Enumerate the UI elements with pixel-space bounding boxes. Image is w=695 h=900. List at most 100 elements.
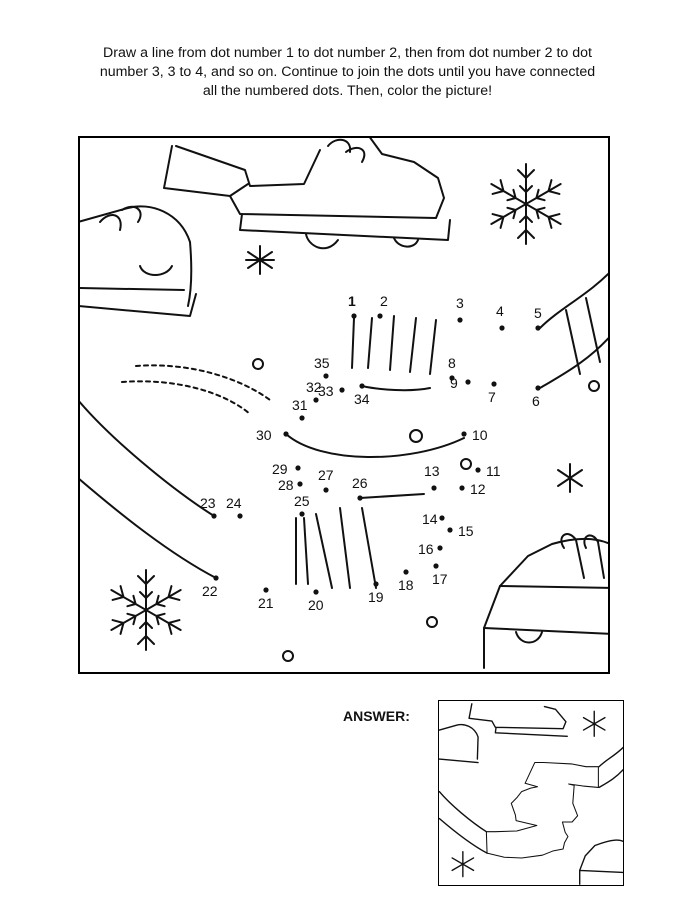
dot-label-28: 28 (278, 477, 294, 493)
dot-8 (449, 375, 455, 381)
snowflake-icon (245, 245, 275, 275)
dot-label-12: 12 (470, 481, 486, 497)
snowflake-icon (110, 569, 182, 651)
dot-20 (313, 589, 319, 595)
small-circle (252, 358, 264, 370)
dot-4 (499, 325, 505, 331)
dot-25 (299, 511, 305, 517)
dot-label-10: 10 (472, 427, 488, 443)
dot-33 (339, 387, 345, 393)
dot-label-5: 5 (534, 305, 542, 321)
dot-6 (535, 385, 541, 391)
dot-label-13: 13 (424, 463, 440, 479)
small-circle (282, 650, 294, 662)
dot-label-18: 18 (398, 577, 414, 593)
dot-14 (439, 515, 445, 521)
hockey-stick-icon (439, 790, 488, 854)
dot-label-34: 34 (354, 391, 370, 407)
dot-label-4: 4 (496, 303, 504, 319)
ice-skate-icon (468, 703, 568, 737)
dot-label-31: 31 (292, 397, 308, 413)
hockey-stick-icon (598, 746, 623, 789)
completed-outline (485, 762, 599, 859)
small-circle (460, 458, 472, 470)
dot-1 (351, 313, 357, 319)
dot-7 (491, 381, 497, 387)
dot-label-24: 24 (226, 495, 242, 511)
hockey-stick-icon (539, 272, 608, 389)
dot-label-22: 22 (202, 583, 218, 599)
motion-lines (121, 364, 271, 415)
answer-label: ANSWER: (343, 708, 410, 724)
dot-label-21: 21 (258, 595, 274, 611)
dot-label-30: 30 (256, 427, 272, 443)
dot-21 (263, 587, 269, 593)
dot-2 (377, 313, 383, 319)
small-circle (426, 616, 438, 628)
hockey-puck-icon (285, 315, 465, 589)
dot-label-19: 19 (368, 589, 384, 605)
dot-label-6: 6 (532, 393, 540, 409)
instructions-line-2: number 3, 3 to 4, and so on. Continue to… (99, 64, 596, 80)
dot-label-15: 15 (458, 523, 474, 539)
dot-label-33: 33 (318, 383, 334, 399)
dot-label-11: 11 (486, 463, 501, 479)
ice-skate-icon (163, 138, 451, 250)
dot-label-29: 29 (272, 461, 288, 477)
snowflake-icon (557, 463, 583, 493)
dot-30 (283, 431, 289, 437)
dot-label-20: 20 (308, 597, 324, 613)
instructions-line-3: all the numbered dots. Then, color the p… (202, 83, 493, 99)
dot-26 (357, 495, 363, 501)
instructions-line-1: Draw a line from dot number 1 to dot num… (103, 45, 592, 61)
dot-28 (297, 481, 303, 487)
dot-3 (457, 317, 463, 323)
dot-34 (359, 383, 365, 389)
dot-32 (313, 397, 319, 403)
dot-label-9: 9 (450, 375, 458, 391)
dot-13 (431, 485, 437, 491)
dot-label-26: 26 (352, 475, 368, 491)
dot-22 (213, 575, 219, 581)
dot-35 (323, 373, 329, 379)
ice-skate-icon (483, 533, 608, 669)
dot-29 (295, 465, 301, 471)
dot-27 (323, 487, 329, 493)
dots (211, 313, 541, 595)
dot-label-7: 7 (488, 389, 496, 405)
dot-9 (465, 379, 471, 385)
answer-thumbnail-drawing (439, 703, 623, 885)
dot-label-23: 23 (200, 495, 216, 511)
ice-skate-icon (80, 205, 197, 317)
small-circle (588, 380, 600, 392)
dot-11 (475, 467, 481, 473)
dot-label-27: 27 (318, 467, 334, 483)
dot-label-25: 25 (294, 493, 310, 509)
dot-12 (459, 485, 465, 491)
ice-skate-icon (579, 839, 623, 885)
dot-31 (299, 415, 305, 421)
dot-5 (535, 325, 541, 331)
dot-label-32: 32 (306, 379, 322, 395)
ice-skate-icon (439, 723, 479, 764)
dot-label-2: 2 (380, 293, 388, 309)
dot-17 (433, 563, 439, 569)
dot-10 (461, 431, 467, 437)
hockey-stick-icon (80, 400, 217, 579)
dot-18 (403, 569, 409, 575)
dot-label-16: 16 (418, 541, 434, 557)
dot-label-35: 35 (314, 355, 330, 371)
dot-label-14: 14 (422, 511, 438, 527)
dot-19 (373, 581, 379, 587)
dot-label-8: 8 (448, 355, 456, 371)
dot-16 (437, 545, 443, 551)
dot-23 (211, 513, 217, 519)
answer-thumbnail (438, 700, 624, 886)
instructions: Draw a line from dot number 1 to dot num… (40, 44, 655, 101)
dot-label-3: 3 (456, 295, 464, 311)
snowflake-icon (490, 163, 562, 245)
snowflake-icon (451, 851, 475, 878)
